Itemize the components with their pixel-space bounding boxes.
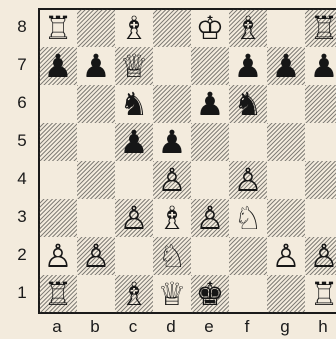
square-d6[interactable] [153, 85, 191, 123]
white-pawn-icon[interactable]: ♙ [39, 237, 77, 275]
square-f5[interactable] [229, 123, 267, 161]
square-g4[interactable] [267, 161, 305, 199]
black-pawn-icon[interactable]: ♟ [153, 123, 191, 161]
file-label: f [228, 318, 266, 336]
square-g6[interactable] [267, 85, 305, 123]
white-pawn-icon[interactable]: ♙ [191, 199, 229, 237]
black-pawn-icon[interactable]: ♟ [191, 85, 229, 123]
square-f1[interactable] [229, 275, 267, 313]
rank-label: 2 [12, 236, 32, 274]
square-f2[interactable] [229, 237, 267, 275]
chess-board: ♖♗♔♗♖♟♟♕♟♟♟♞♟♞♟♟♙♙♙♗♙♘♙♙♘♙♙♖♗♕♚♖ [38, 8, 336, 314]
file-label: c [114, 318, 152, 336]
white-pawn-icon[interactable]: ♙ [115, 199, 153, 237]
white-bishop-icon[interactable]: ♗ [153, 199, 191, 237]
square-e5[interactable] [191, 123, 229, 161]
black-pawn-icon[interactable]: ♟ [305, 47, 336, 85]
white-rook-icon[interactable]: ♖ [39, 275, 77, 313]
file-label: h [304, 318, 336, 336]
black-knight-icon[interactable]: ♞ [229, 85, 267, 123]
square-a6[interactable] [39, 85, 77, 123]
square-g3[interactable] [267, 199, 305, 237]
square-a3[interactable] [39, 199, 77, 237]
square-e4[interactable] [191, 161, 229, 199]
square-a4[interactable] [39, 161, 77, 199]
file-label: e [190, 318, 228, 336]
black-knight-icon[interactable]: ♞ [115, 85, 153, 123]
black-bishop-icon[interactable]: ♗ [229, 9, 267, 47]
square-h5[interactable] [305, 123, 336, 161]
white-rook-icon[interactable]: ♖ [305, 275, 336, 313]
square-e2[interactable] [191, 237, 229, 275]
white-knight-icon[interactable]: ♘ [153, 237, 191, 275]
rank-label: 4 [12, 160, 32, 198]
square-b5[interactable] [77, 123, 115, 161]
white-pawn-icon[interactable]: ♙ [267, 237, 305, 275]
square-a5[interactable] [39, 123, 77, 161]
square-b1[interactable] [77, 275, 115, 313]
square-b4[interactable] [77, 161, 115, 199]
square-d8[interactable] [153, 9, 191, 47]
file-label: d [152, 318, 190, 336]
white-pawn-icon[interactable]: ♙ [305, 237, 336, 275]
square-b6[interactable] [77, 85, 115, 123]
black-pawn-icon[interactable]: ♟ [39, 47, 77, 85]
rank-label: 5 [12, 122, 32, 160]
white-pawn-icon[interactable]: ♙ [77, 237, 115, 275]
white-pawn-icon[interactable]: ♙ [229, 161, 267, 199]
black-pawn-icon[interactable]: ♟ [229, 47, 267, 85]
white-king-icon[interactable]: ♚ [191, 275, 229, 313]
square-c2[interactable] [115, 237, 153, 275]
rank-label: 6 [12, 84, 32, 122]
black-king-icon[interactable]: ♔ [191, 9, 229, 47]
white-knight-icon[interactable]: ♘ [229, 199, 267, 237]
square-e7[interactable] [191, 47, 229, 85]
rank-label: 3 [12, 198, 32, 236]
rank-label: 1 [12, 274, 32, 312]
square-g5[interactable] [267, 123, 305, 161]
black-bishop-icon[interactable]: ♗ [115, 9, 153, 47]
file-label: b [76, 318, 114, 336]
black-pawn-icon[interactable]: ♟ [77, 47, 115, 85]
black-pawn-icon[interactable]: ♟ [115, 123, 153, 161]
black-pawn-icon[interactable]: ♟ [267, 47, 305, 85]
black-queen-icon[interactable]: ♕ [115, 47, 153, 85]
square-b3[interactable] [77, 199, 115, 237]
black-rook-icon[interactable]: ♖ [39, 9, 77, 47]
square-h4[interactable] [305, 161, 336, 199]
white-pawn-icon[interactable]: ♙ [153, 161, 191, 199]
white-queen-icon[interactable]: ♕ [153, 275, 191, 313]
file-label: a [38, 318, 76, 336]
square-h6[interactable] [305, 85, 336, 123]
black-rook-icon[interactable]: ♖ [305, 9, 336, 47]
white-bishop-icon[interactable]: ♗ [115, 275, 153, 313]
rank-label: 8 [12, 8, 32, 46]
square-c4[interactable] [115, 161, 153, 199]
rank-label: 7 [12, 46, 32, 84]
file-label: g [266, 318, 304, 336]
square-g1[interactable] [267, 275, 305, 313]
square-b8[interactable] [77, 9, 115, 47]
square-h3[interactable] [305, 199, 336, 237]
square-d7[interactable] [153, 47, 191, 85]
square-g8[interactable] [267, 9, 305, 47]
